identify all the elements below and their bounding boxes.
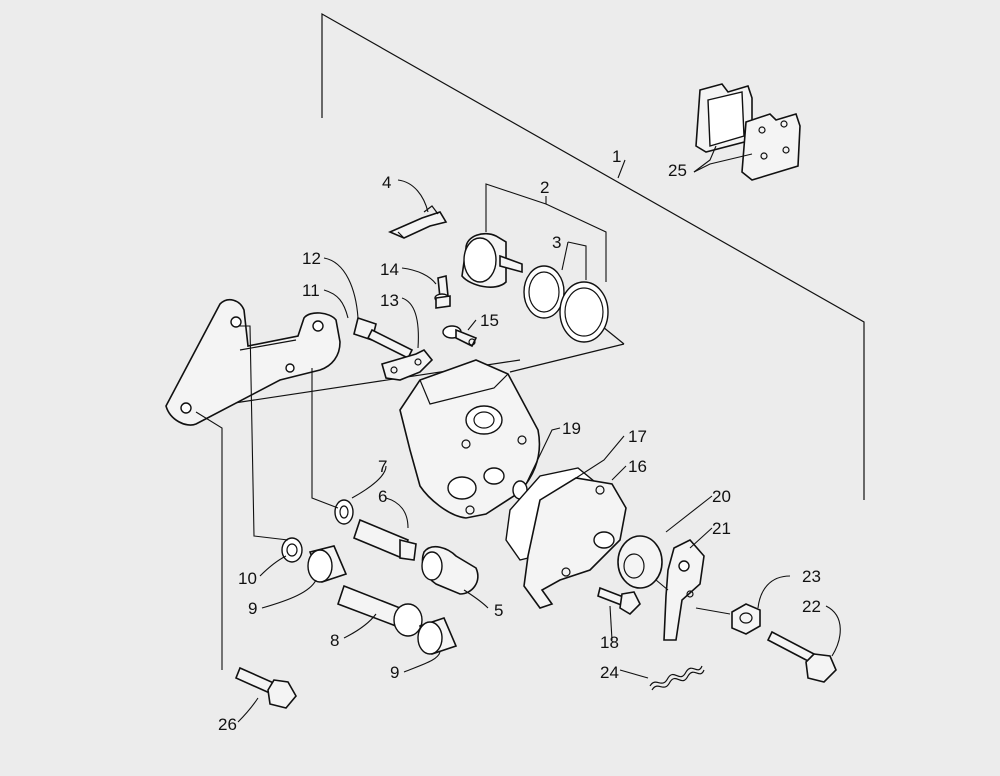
callout-1: 1 xyxy=(612,147,621,166)
callout-labels: 1 2 3 4 5 6 7 8 9 9 10 11 12 13 14 15 16… xyxy=(218,147,821,734)
callout-4: 4 xyxy=(382,173,391,192)
lever-21 xyxy=(663,539,705,641)
callout-5: 5 xyxy=(494,601,503,620)
washer-15 xyxy=(442,325,478,348)
caliper-body xyxy=(399,359,541,519)
callout-26: 26 xyxy=(218,715,237,734)
callout-8: 8 xyxy=(330,631,339,650)
nut-23 xyxy=(731,603,761,635)
bushing-9a xyxy=(307,545,348,583)
callout-12: 12 xyxy=(302,249,321,268)
callout-14: 14 xyxy=(380,260,399,279)
bolt-22 xyxy=(766,630,837,683)
callout-16: 16 xyxy=(628,457,647,476)
pad-clip xyxy=(387,205,448,239)
callout-11: 11 xyxy=(302,281,320,300)
callout-25: 25 xyxy=(668,161,687,180)
callout-22: 22 xyxy=(802,597,821,616)
screw-18 xyxy=(597,586,641,616)
callout-10: 10 xyxy=(238,569,257,588)
callout-20: 20 xyxy=(712,487,731,506)
callout-18: 18 xyxy=(600,633,619,652)
callout-13: 13 xyxy=(380,291,399,310)
callout-3: 3 xyxy=(552,233,561,252)
bleeder-screw xyxy=(434,274,451,309)
callout-7: 7 xyxy=(378,457,387,476)
pin-6 xyxy=(353,518,417,561)
callout-15: 15 xyxy=(480,311,499,330)
callout-24: 24 xyxy=(600,663,619,682)
washer-7 xyxy=(334,499,354,525)
lock-plate-13 xyxy=(381,348,434,381)
callout-17: 17 xyxy=(628,427,647,446)
piston xyxy=(461,232,523,288)
bushing-9b xyxy=(417,617,458,655)
leader-lines xyxy=(195,145,841,723)
seals xyxy=(523,265,609,343)
callout-9a: 9 xyxy=(248,599,257,618)
brake-pads xyxy=(695,83,801,181)
washer-10 xyxy=(281,537,303,563)
caliper-bracket xyxy=(165,298,341,426)
bolt-26 xyxy=(234,666,297,709)
bolt-12 xyxy=(353,316,414,360)
callout-6: 6 xyxy=(378,487,387,506)
callout-23: 23 xyxy=(802,567,821,586)
cam-20 xyxy=(617,535,663,589)
cover-16 xyxy=(523,477,627,609)
boot-5 xyxy=(421,545,479,595)
pin-8 xyxy=(336,584,423,637)
callout-19: 19 xyxy=(562,419,581,438)
callout-9b: 9 xyxy=(390,663,399,682)
callout-21: 21 xyxy=(712,519,731,538)
spring-24 xyxy=(649,665,705,691)
callout-2: 2 xyxy=(540,178,549,197)
